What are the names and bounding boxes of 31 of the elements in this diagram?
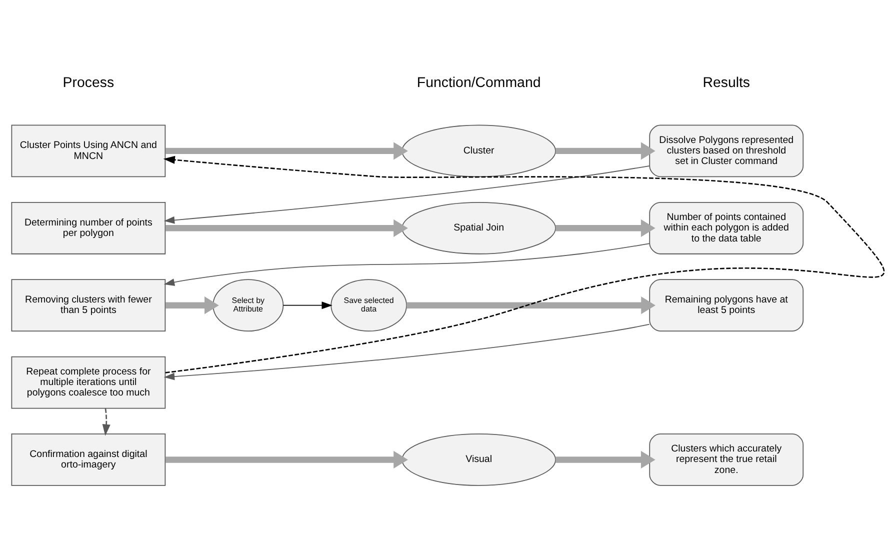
arrow: [282, 302, 332, 310]
arrow: [165, 219, 408, 237]
node-ellipse: Visual: [402, 434, 556, 486]
arrow: [164, 165, 650, 224]
arrow: [556, 219, 656, 237]
arrow: [164, 324, 650, 380]
arrow: [165, 142, 408, 160]
node-box: Clusters which accurately represent the true retail zone.: [649, 434, 804, 486]
node-ellipse: Save selected data: [330, 279, 407, 332]
arrow: [165, 296, 219, 314]
arrow: [556, 142, 656, 160]
node-box: Determining number of points per polygon: [11, 202, 166, 254]
node-ellipse: Cluster: [402, 124, 556, 178]
arrow: [102, 408, 110, 436]
node-ellipse: Spatial Join: [402, 202, 556, 254]
node-box: Number of points contained within each polygon is added to the data table: [649, 202, 804, 254]
label: Results: [702, 74, 750, 91]
arrow: [165, 450, 408, 469]
arrow: [164, 243, 650, 286]
arrow: [406, 296, 656, 314]
node-box: Remaining polygons have at least 5 points: [649, 279, 804, 332]
arrow: [163, 156, 884, 374]
arrow: [556, 450, 656, 469]
node-box: Removing clusters with fewer than 5 points: [11, 279, 166, 332]
node-ellipse: Select by Attribute: [212, 279, 284, 332]
node-box: Dissolve Polygons represented clusters based on threshold set in Cluster command: [649, 124, 804, 178]
node-box: Cluster Points Using ANCN and MNCN: [11, 124, 166, 178]
node-box: Confirmation against digital orto-imagery: [11, 434, 166, 486]
node-box: Repeat complete process for multiple iterations until polygons coalesce too much: [11, 356, 166, 409]
label: Process: [62, 74, 114, 91]
label: Function/Command: [416, 74, 541, 91]
